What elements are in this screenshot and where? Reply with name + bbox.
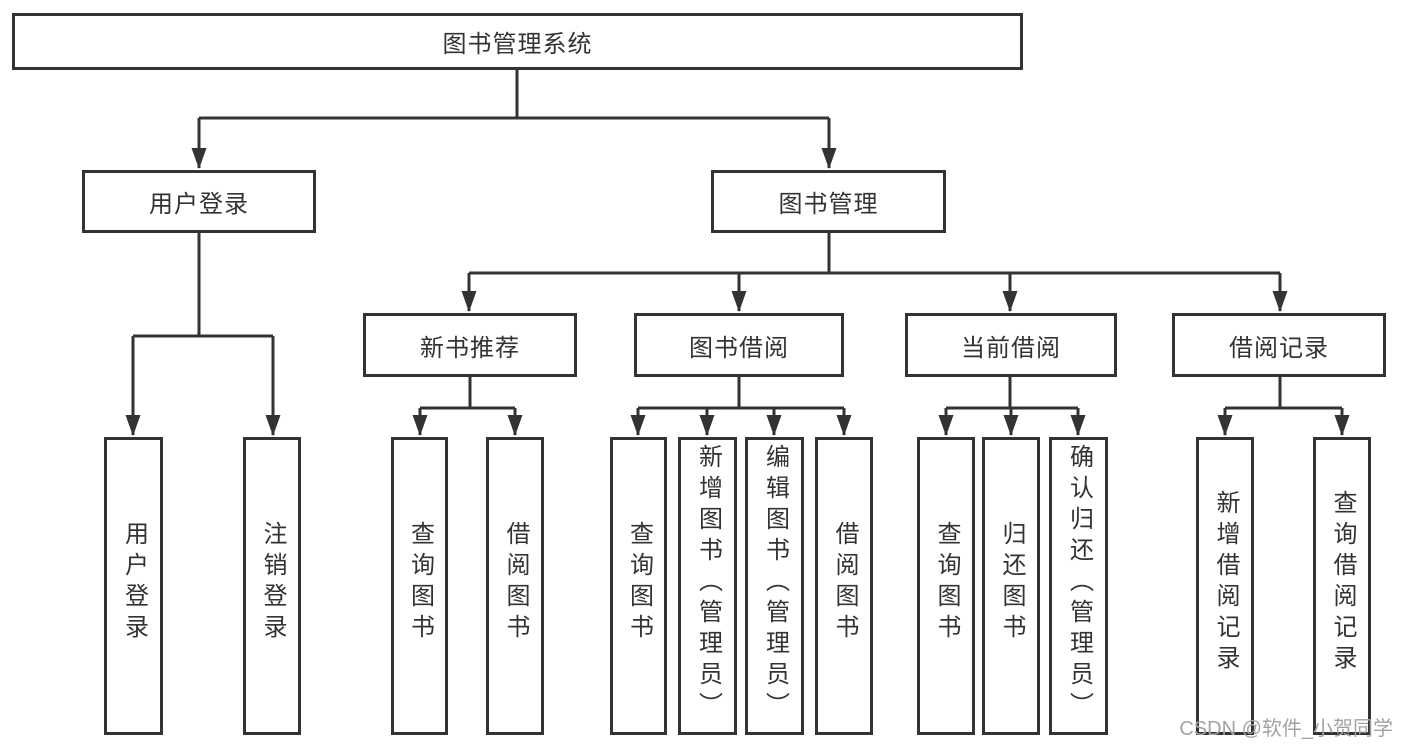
node-current-borrowing: 当前借阅 — [905, 313, 1117, 377]
leaf-logout: 注销登录 — [243, 437, 301, 735]
node-new-book-recommend: 新书推荐 — [363, 313, 577, 377]
node-label: 查询图书 — [933, 521, 960, 645]
node-label: 当前借阅 — [961, 334, 1061, 362]
node-label: 图书管理系统 — [442, 31, 593, 58]
leaf-nb-query-books: 查询图书 — [391, 437, 448, 735]
node-label: 新书推荐 — [420, 334, 520, 362]
leaf-cb-confirm-return-admin: 确认归还（管理员） — [1049, 437, 1108, 735]
leaf-cb-query-books: 查询图书 — [917, 437, 975, 735]
node-label: 确认归还（管理员） — [1065, 443, 1093, 723]
leaf-br-add-record: 新增借阅记录 — [1196, 437, 1254, 735]
node-label: 新增图书（管理员） — [694, 443, 722, 723]
node-label: 借阅图书 — [502, 521, 529, 645]
node-label: 查询图书 — [406, 521, 434, 645]
node-user-login: 用户登录 — [82, 170, 316, 233]
node-label: 图书借阅 — [689, 334, 789, 362]
leaf-nb-borrow-books: 借阅图书 — [486, 437, 544, 735]
node-label: 归还图书 — [998, 521, 1025, 645]
node-label: 查询借阅记录 — [1329, 490, 1356, 676]
leaf-br-query-record: 查询借阅记录 — [1313, 437, 1371, 735]
node-label: 编辑图书（管理员） — [761, 443, 789, 723]
node-book-management: 图书管理 — [711, 170, 946, 233]
node-borrow-records: 借阅记录 — [1172, 313, 1386, 377]
csdn-watermark: CSDN @软件_小贺同学 — [1179, 718, 1393, 740]
node-label: 新增借阅记录 — [1212, 490, 1239, 676]
leaf-bb-add-books-admin: 新增图书（管理员） — [678, 437, 737, 735]
node-label: 用户登录 — [120, 521, 148, 645]
leaf-cb-return-books: 归还图书 — [982, 437, 1040, 735]
leaf-bb-borrow-books: 借阅图书 — [815, 437, 873, 735]
node-label: 用户登录 — [149, 191, 249, 218]
leaf-user-login: 用户登录 — [104, 437, 163, 735]
node-library-system: 图书管理系统 — [12, 13, 1023, 70]
node-label: 注销登录 — [259, 521, 286, 645]
node-label: 借阅记录 — [1229, 334, 1329, 362]
leaf-bb-edit-books-admin: 编辑图书（管理员） — [745, 437, 804, 735]
node-book-borrowing: 图书借阅 — [634, 313, 844, 377]
node-label: 查询图书 — [625, 521, 653, 645]
node-label: 图书管理 — [778, 191, 879, 218]
leaf-bb-query-books: 查询图书 — [610, 437, 667, 735]
node-label: 借阅图书 — [831, 521, 858, 645]
